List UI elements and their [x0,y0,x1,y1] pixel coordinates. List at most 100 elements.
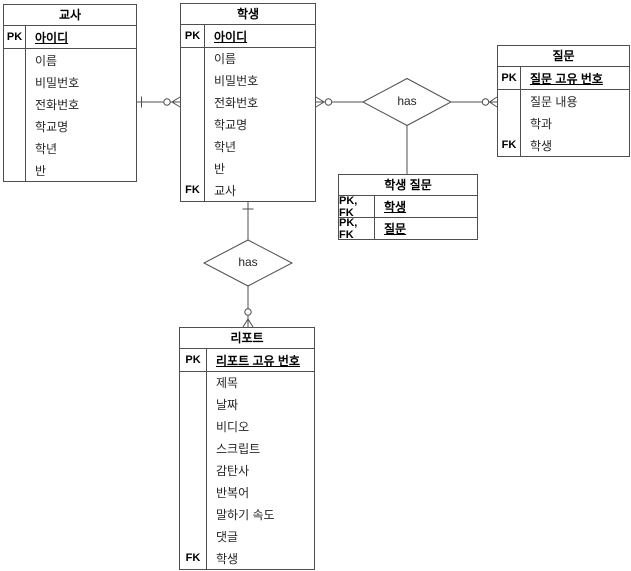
cardinality-zero-circle [163,98,171,106]
attribute-row[interactable]: 전화번호 [4,93,136,115]
key-label [498,112,521,134]
attribute-row[interactable]: 학년 [181,135,315,158]
connector-student-report[interactable] [202,202,294,328]
key-label [181,91,205,114]
attribute-name: 학생 [216,551,239,566]
key-label [4,137,26,159]
key-label: PK, FK [339,217,375,241]
attribute-row[interactable]: 비디오 [180,415,314,438]
attribute-row[interactable]: 학교명 [181,113,315,136]
attribute-name: 반 [35,163,47,178]
key-label [180,437,207,460]
attribute-row[interactable]: 전화번호 [181,91,315,114]
crow-foot-many [488,96,498,108]
crow-foot-many [315,96,325,108]
cardinality-zero-circle [324,98,333,106]
key-label [4,93,26,115]
attribute-row[interactable]: 반 [181,157,315,180]
attribute-row[interactable]: 반 [4,159,136,181]
key-label [181,48,205,70]
attribute-row[interactable]: 반복어 [180,481,314,504]
key-label: FK [181,179,205,202]
attribute-name: 질문 [384,222,407,236]
attribute-name: 학년 [214,139,237,154]
key-label [4,159,26,181]
entity-title[interactable]: 학생 질문 [339,175,477,196]
attribute-row[interactable]: 댓글 [180,525,314,548]
attribute-name: 말하기 속도 [216,507,275,522]
key-label [4,115,26,137]
attribute-row[interactable]: 비밀번호 [4,71,136,93]
attribute-name: 감탄사 [216,464,250,478]
attribute-row[interactable]: 날짜 [180,393,314,416]
key-label [180,372,207,394]
attribute-name: 교사 [214,183,237,198]
key-label: PK [180,349,207,371]
attribute-list: 질문 내용 학과 FK 학생 [498,90,629,156]
attribute-name: 이름 [35,53,58,68]
connector-student-question[interactable] [315,77,498,175]
attribute-name: 비디오 [216,420,250,435]
connector-teacher-student[interactable] [137,96,181,108]
key-label: FK [180,547,207,570]
key-label [498,90,521,112]
entity-title[interactable]: 리포트 [180,328,314,349]
entity-title[interactable]: 학생 [181,4,315,25]
attribute-row[interactable]: 이름 [4,49,136,71]
attribute-row[interactable]: 제목 [180,372,314,394]
key-label [181,113,205,136]
attribute-row[interactable]: 질문 내용 [498,90,629,112]
attribute-name: 전화번호 [214,96,259,111]
attribute-row[interactable]: PK 아이디 [4,26,136,49]
cardinality-zero-circle [244,308,252,316]
key-label [181,157,205,180]
attribute-name: 날짜 [216,398,239,413]
attribute-name: 댓글 [216,529,239,544]
attribute-row[interactable]: PK 리포트 고유 번호 [180,349,314,372]
attribute-row[interactable]: 말하기 속도 [180,503,314,526]
attribute-list: 이름 비밀번호 전화번호 학교명 학년 반 F [181,48,315,202]
attribute-row[interactable]: 학교명 [4,115,136,137]
attribute-row[interactable]: 감탄사 [180,459,314,482]
attribute-row[interactable]: 이름 [181,48,315,70]
attribute-name: 아이디 [214,29,248,44]
attribute-name: 학생 [530,138,553,153]
entity-student-question[interactable]: 학생 질문 PK, FK 학생 PK, FK 질문 [338,174,478,241]
attribute-name: 학교명 [214,118,248,132]
key-label [180,459,207,482]
entity-teacher[interactable]: 교사 PK 아이디 이름 비밀번호 전화번호 학교명 [3,4,137,182]
attribute-row[interactable]: PK 아이디 [181,25,315,48]
attribute-row[interactable]: 스크립트 [180,437,314,460]
entity-report[interactable]: 리포트 PK 리포트 고유 번호 제목 날짜 비디오 스크립트 [179,327,315,570]
attribute-row[interactable]: 비밀번호 [181,69,315,92]
entity-title[interactable]: 교사 [4,5,136,26]
relationship-label-student-question[interactable]: has [397,94,417,108]
attribute-row[interactable]: PK, FK 학생 [339,195,477,219]
key-label [181,135,205,158]
key-label [180,503,207,526]
attribute-list: 이름 비밀번호 전화번호 학교명 학년 반 [4,49,136,181]
attribute-name: 전화번호 [35,97,80,112]
attribute-name: 학생 [384,200,407,214]
attribute-name: 학과 [530,116,553,131]
key-label: PK [4,26,26,48]
entity-student[interactable]: 학생 PK 아이디 이름 비밀번호 전화번호 학교명 [180,3,316,202]
attribute-name: 질문 내용 [530,94,578,109]
attribute-row[interactable]: FK 학생 [180,547,314,570]
attribute-name: 비밀번호 [35,75,80,90]
attribute-row[interactable]: PK 질문 고유 번호 [498,67,629,90]
attribute-row[interactable]: FK 학생 [498,134,629,156]
attribute-list: PK, FK 학생 PK, FK 질문 [339,195,477,241]
entity-title[interactable]: 질문 [498,46,629,67]
cardinality-zero-circle [481,98,490,106]
key-label: PK [498,67,521,89]
entity-question[interactable]: 질문 PK 질문 고유 번호 질문 내용 학과 FK 학생 [497,45,630,157]
attribute-row[interactable]: 학과 [498,112,629,134]
attribute-row[interactable]: FK 교사 [181,179,315,202]
attribute-row[interactable]: PK, FK 질문 [339,217,477,241]
relationship-label-student-report[interactable]: has [238,255,258,269]
attribute-name: 학교명 [35,119,69,134]
crow-foot-many [242,318,254,328]
attribute-row[interactable]: 학년 [4,137,136,159]
